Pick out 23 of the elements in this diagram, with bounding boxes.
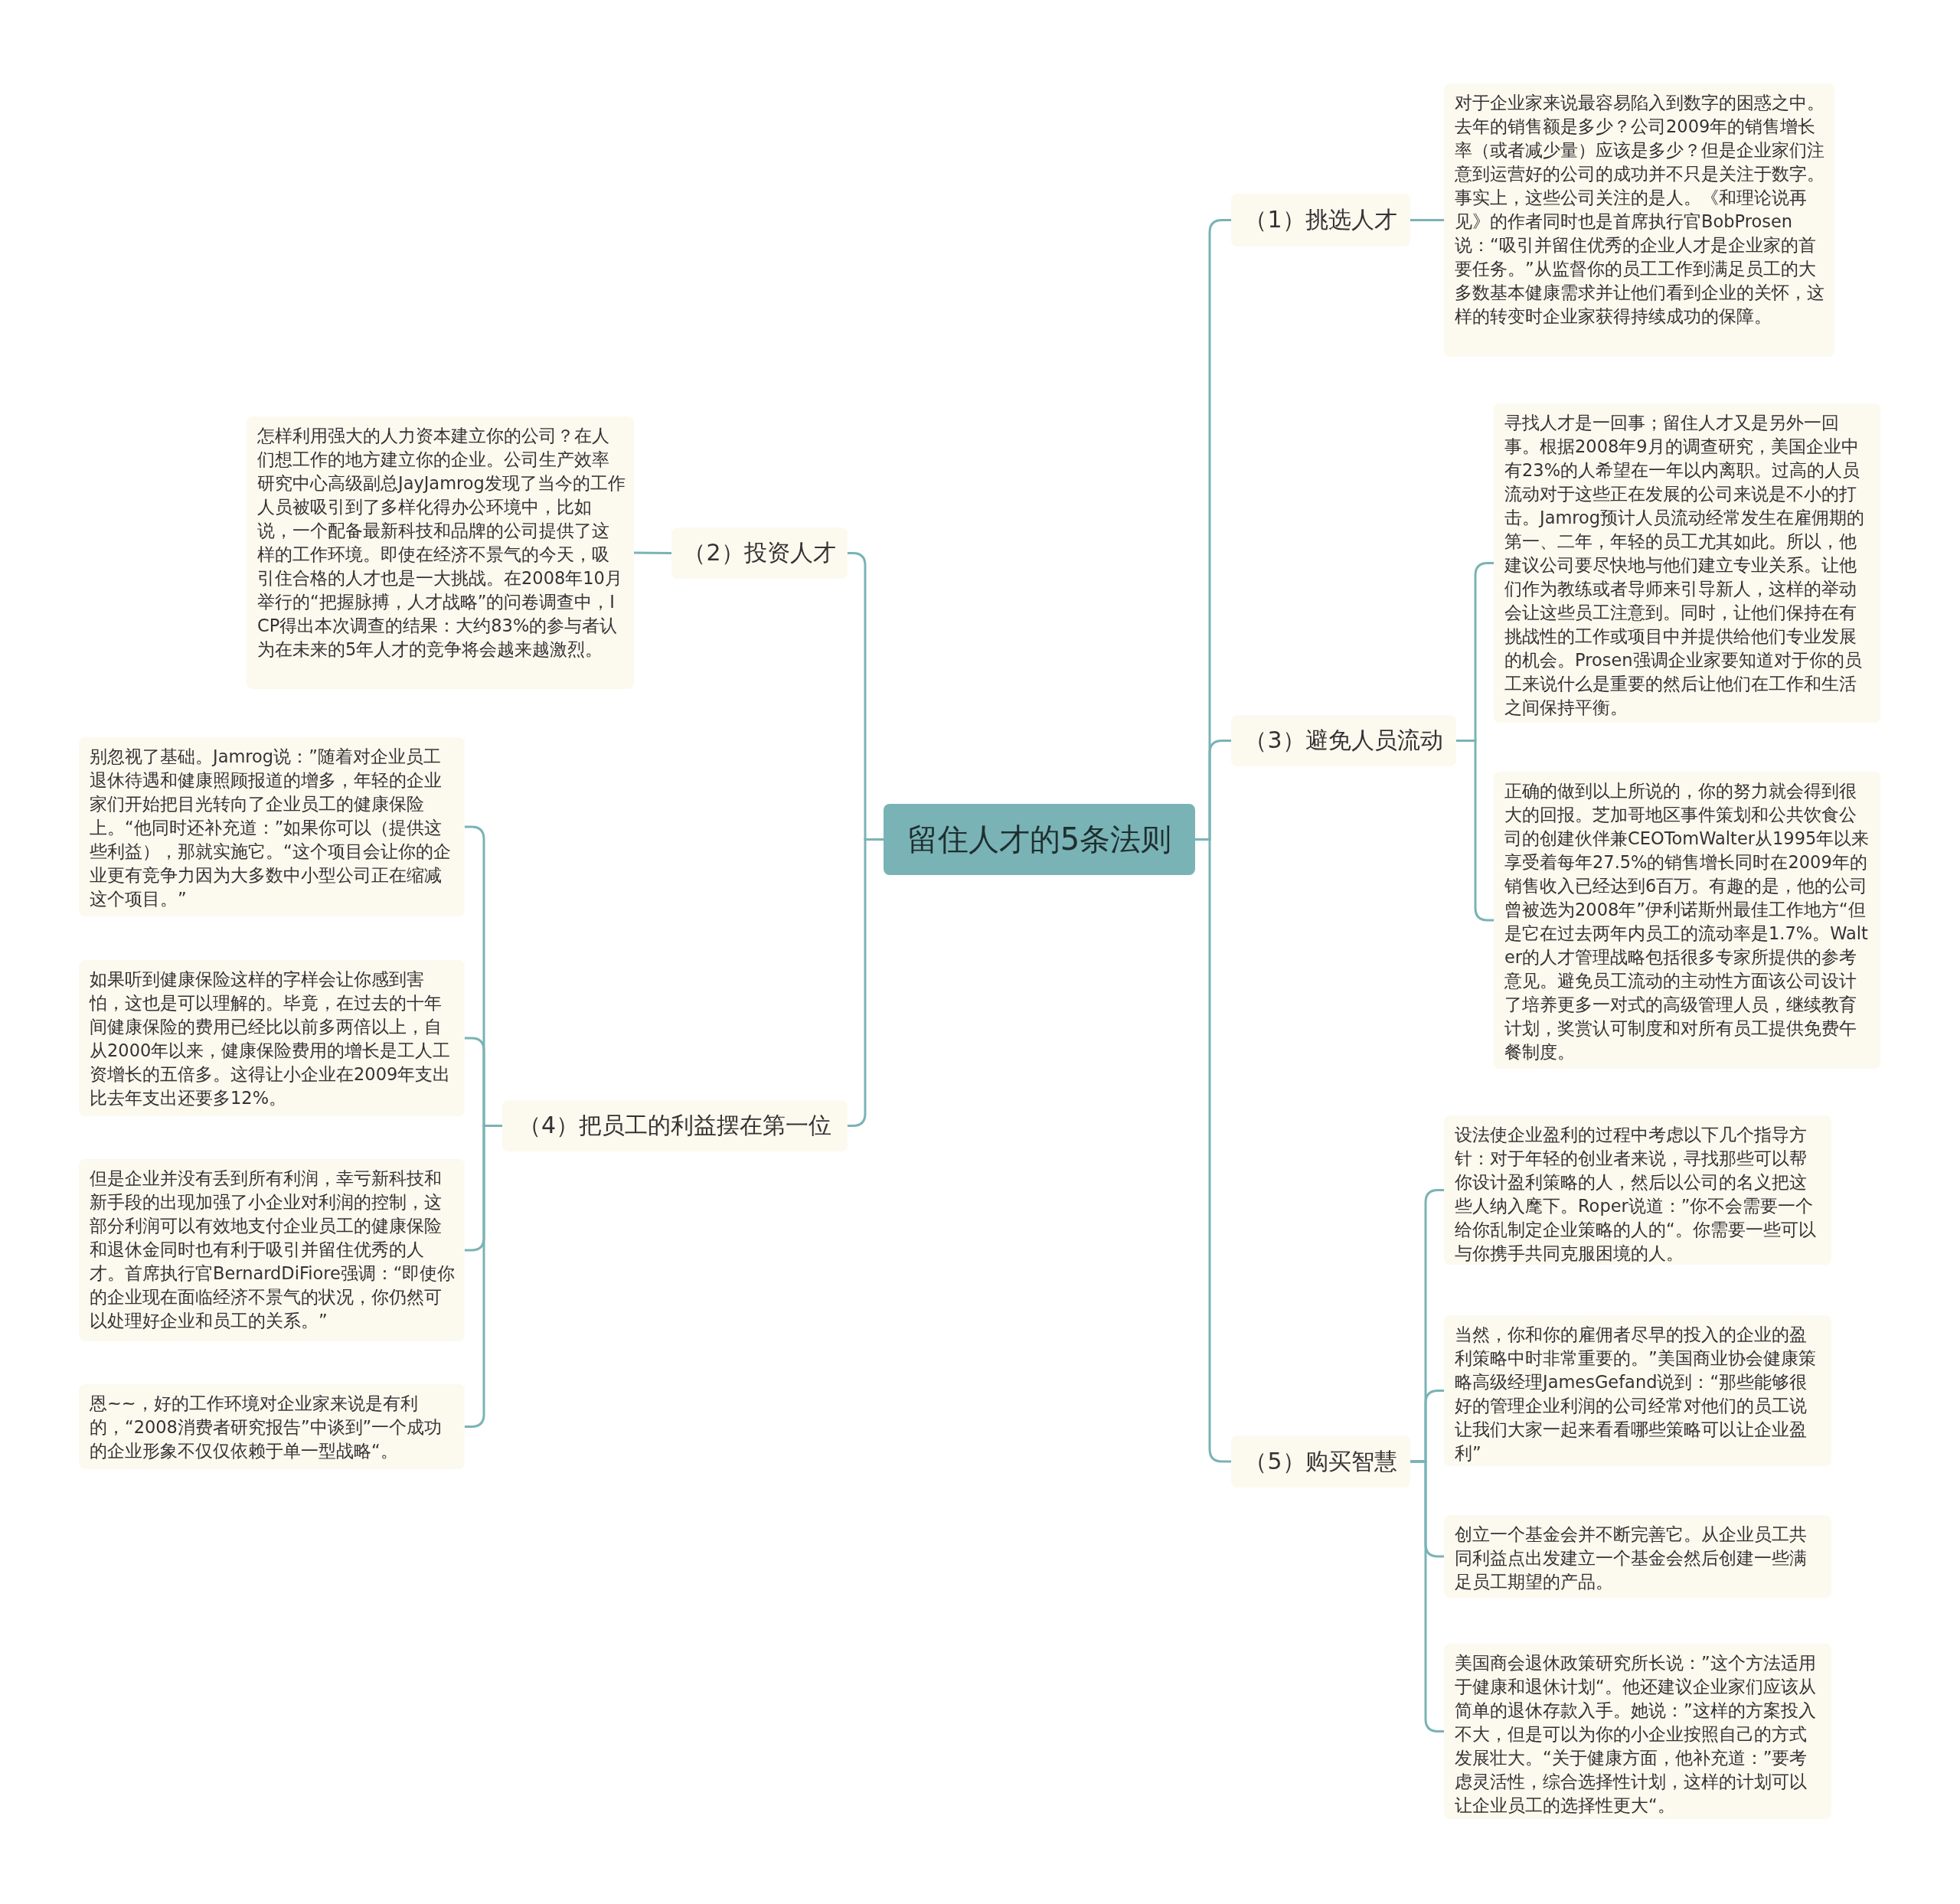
note-card: 如果听到健康保险这样的字样会让你感到害怕，这也是可以理解的。毕竟，在过去的十年间健康保险的费用已经比以前多两倍以上，自从2000年以来，健康保险费用的增长是工人工资增长的五倍多。这得让小企业在2009年支出比去年支出还要多12%。 [79, 960, 465, 1116]
topic-box: （4）把员工的利益摆在第一位 [502, 1100, 848, 1151]
topic-box: （2）投资人才 [671, 527, 848, 579]
note-card: 正确的做到以上所说的，你的努力就会得到很大的回报。芝加哥地区事件策划和公共饮食公司的创建伙伴兼CEOTomWalter从1995年以来享受着每年27.5%的销售增长同时在2009年的销售收入已经达到6百万。有趣的是，他的公司曾被选为2008年”伊利诺斯州最佳工作地方“但是它在过去两年内员工的流动率是1.7%。Walter的人才管理战略包括很多专家所提供的参考意见。避免员工流动的主动性方面该公司设计了培养更多一对式的高级管理人员，继续教育计划，奖赏认可制度和对所有员工提供免费午餐制度。 [1494, 772, 1880, 1069]
note-card: 设法使企业盈利的过程中考虑以下几个指导方针：对于年轻的创业者来说，寻找那些可以帮你设计盈利策略的人，然后以公司的名义把这些人纳入麾下。Roper说道：”你不会需要一个给你乱制定企业策略的人的“。你需要一些可以与你携手共同克服困境的人。 [1444, 1115, 1831, 1265]
note-card: 别忽视了基础。Jamrog说：”随着对企业员工退休待遇和健康照顾报道的增多，年轻的企业家们开始把目光转向了企业员工的健康保险上。“他同时还补充道：”如果你可以（提供这些利益），那就实施它。“这个项目会让你的企业更有竞争力因为大多数中小型公司正在缩减这个项目。” [79, 737, 465, 916]
topic-box: （5）购买智慧 [1231, 1435, 1410, 1488]
note-card: 怎样利用强大的人力资本建立你的公司？在人们想工作的地方建立你的企业。公司生产效率研究中心高级副总JayJamrog发现了当今的工作人员被吸引到了多样化得办公环境中，比如说，一个配备最新科技和品牌的公司提供了这样的工作环境。即使在经济不景气的今天，吸引住合格的人才也是一大挑战。在2008年10月举行的“把握脉搏，人才战略”的问卷调查中，ICP得出本次调查的结果：大约83%的参与者认为在未来的5年人才的竞争将会越来越激烈。 [247, 416, 634, 689]
note-card: 对于企业家来说最容易陷入到数字的困惑之中。去年的销售额是多少？公司2009年的销售增长率（或者减少量）应该是多少？但是企业家们注意到运营好的公司的成功并不只是关注于数字。事实上，这些公司关注的是人。《和理论说再见》的作者同时也是首席执行官BobProsen说：“吸引并留住优秀的企业人才是企业家的首要任务。”从监督你的员工工作到满足员工的大多数基本健康需求并让他们看到企业的关怀，这样的转变时企业家获得持续成功的保障。 [1444, 83, 1834, 357]
note-card: 创立一个基金会并不断完善它。从企业员工共同利益点出发建立一个基金会然后创建一些满足员工期望的产品。 [1444, 1515, 1831, 1598]
connector-line [1456, 740, 1494, 922]
note-card: 但是企业并没有丢到所有利润，幸亏新科技和新手段的出现加强了小企业对利润的控制，这部分利润可以有效地支付企业员工的健康保险和退休金同时也有利于吸引并留住优秀的人才。首席执行官BernardDiFiore强调：“即使你的企业现在面临经济不景气的状况，你仍然可以处理好企业和员工的关系。” [79, 1159, 465, 1341]
topic-box: （1）挑选人才 [1231, 194, 1410, 247]
note-card: 寻找人才是一回事；留住人才又是另外一回事。根据2008年9月的调查研究，美国企业中有23%的人希望在一年以内离职。过高的人员流动对于这些正在发展的公司来说是不小的打击。Jamrog预计人员流动经常发生在雇佣期的第一、二年，年轻的员工尤其如此。所以，他建议公司要尽快地与他们建立专业关系。让他们作为教练或者导师来引导新人，这样的举动会让这些员工注意到。同时，让他们保持在有挑战性的工作或项目中并提供给他们专业发展的机会。Prosen强调企业家要知道对于你的员工来说什么是重要的然后让他们在工作和生活之间保持平衡。 [1494, 403, 1880, 723]
connector-line [634, 551, 671, 554]
topic-box: （3）避免人员流动 [1231, 715, 1456, 766]
note-card: 当然，你和你的雇佣者尽早的投入的企业的盈利策略中时非常重要的。”美国商业协会健康策略高级经理JamesGefand说到：“那些能够很好的管理企业利润的公司经常对他们的员工说让我们大家一起来看看哪些策略可以让企业盈利” [1444, 1315, 1831, 1466]
note-card: 美国商会退休政策研究所长说：”这个方法适用于健康和退休计划“。他还建议企业家们应该从简单的退休存款入手。她说：”这样的方案投入不大，但是可以为你的小企业按照自己的方式发展壮大。“关于健康方面，他补充道：”要考虑灵活性，综合选择性计划，这样的计划可以让企业员工的选择性更大“。 [1444, 1644, 1831, 1819]
connector-line [1410, 219, 1444, 221]
connector-line [1410, 1460, 1444, 1733]
note-card: 恩~~，好的工作环境对企业家来说是有利的，“2008消费者研究报告”中谈到”一个成功的企业形象不仅仅依赖于单一型战略“。 [79, 1384, 465, 1469]
central-topic-box: 留住人才的5条法则 [884, 804, 1195, 875]
connector-line [465, 1125, 502, 1428]
